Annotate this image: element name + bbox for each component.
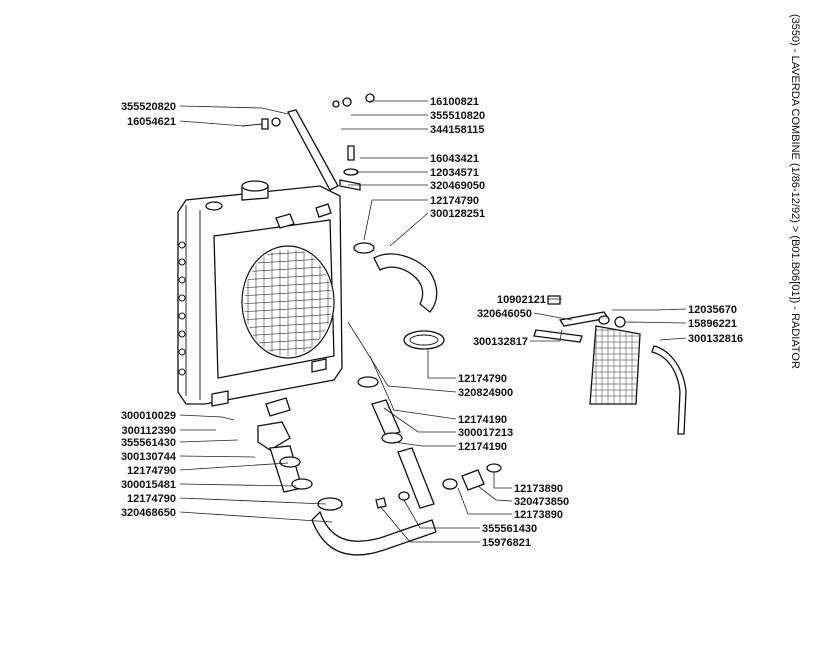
radiator-assembly-drawing — [177, 93, 687, 556]
part-number-label: 12034571 — [430, 167, 479, 179]
part-number-label: 300015481 — [121, 479, 176, 491]
part-number-label: 300112390 — [122, 425, 176, 437]
part-number-label: 15976821 — [482, 537, 531, 549]
part-number-label: 300010029 — [121, 410, 176, 422]
part-number-label: 300128251 — [430, 208, 485, 220]
part-number-label: 16043421 — [430, 153, 479, 165]
part-number-label: 300132817 — [473, 336, 528, 348]
part-number-label: 12174190 — [458, 441, 507, 453]
leader-lines — [179, 100, 687, 543]
part-number-label: 12173890 — [514, 509, 563, 521]
callout-labels: 355520820 16054621 300010029 300112390 3… — [121, 96, 743, 549]
part-number-label: 320468650 — [121, 507, 176, 519]
diagram-title: (3550) - LAVERDA COMBINE (1/86-12/92) > … — [789, 14, 801, 369]
part-number-label: 344158115 — [430, 124, 484, 136]
part-number-label: 300132816 — [688, 333, 743, 345]
part-number-label: 12174790 — [127, 493, 176, 505]
fan-grille — [241, 245, 335, 359]
part-number-label: 12173890 — [514, 483, 563, 495]
part-number-label: 320473850 — [514, 496, 569, 508]
part-number-label: 12174790 — [458, 373, 507, 385]
part-number-label: 300017213 — [458, 427, 513, 439]
part-number-label: 300130744 — [121, 451, 177, 463]
part-number-label: 355561430 — [121, 437, 176, 449]
part-number-label: 12174790 — [430, 195, 479, 207]
part-number-label: 355510820 — [430, 110, 485, 122]
part-number-label: 355561430 — [482, 523, 537, 535]
part-number-label: 12174790 — [127, 465, 176, 477]
part-number-label: 320824900 — [458, 387, 513, 399]
part-number-label: 12035670 — [688, 304, 737, 316]
part-number-label: 12174190 — [458, 414, 507, 426]
part-number-label: 10902121 — [497, 294, 546, 306]
part-number-label: 15896221 — [688, 318, 737, 330]
part-number-label: 320469050 — [430, 180, 485, 192]
part-number-label: 16054621 — [127, 116, 176, 128]
part-number-label: 16100821 — [430, 96, 479, 108]
part-number-label: 355520820 — [121, 101, 176, 113]
part-number-label: 320646050 — [477, 308, 532, 320]
